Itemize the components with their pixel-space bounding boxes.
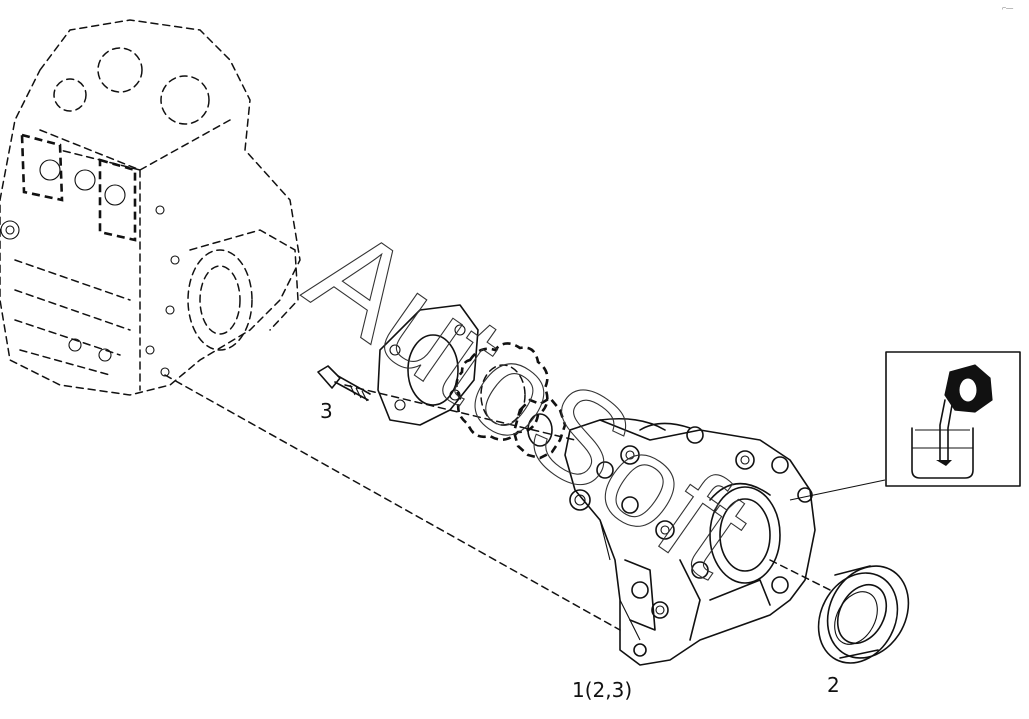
gasket-plate: [377, 304, 479, 426]
callout-part-2: 2: [827, 673, 840, 697]
callout-part-3: 3: [320, 399, 333, 423]
engine-block: [0, 19, 301, 396]
watermark-text: AutoSoft: [284, 198, 776, 604]
assembly-guide-lines: [164, 374, 831, 631]
outer-rotor: [455, 342, 549, 441]
seal-ring-part-2: [817, 565, 910, 664]
inset-frame: [885, 351, 1021, 487]
inner-rotor: [512, 396, 567, 460]
oil-pump-housing-part-1: [564, 417, 816, 666]
inset-oil-application: [789, 351, 1021, 501]
bolt-part-3: [317, 365, 371, 402]
oil-container: [911, 427, 974, 479]
callout-part-1: 1(2,3): [572, 678, 632, 702]
corner-mark: ⌐—: [1002, 5, 1013, 12]
